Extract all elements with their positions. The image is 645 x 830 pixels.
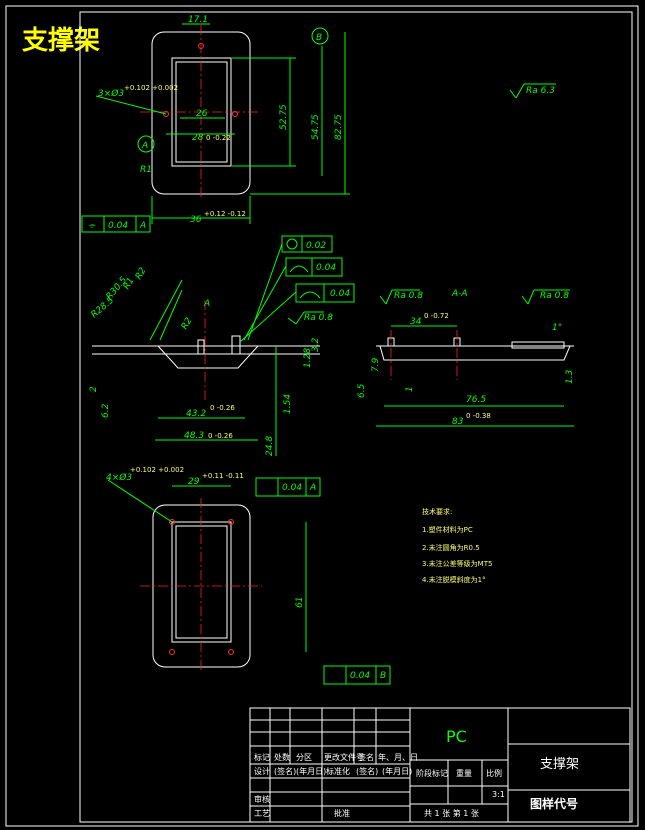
dim-17-1: 17.1 (188, 15, 208, 25)
tb-material: PC (446, 727, 467, 746)
top-holes-tol: +0.102 +0.002 (124, 84, 178, 92)
notes-heading: 技术要求: (422, 507, 452, 516)
side-dim-43-2: 43.2 (186, 409, 206, 419)
surface-finish: Ra 6.3 (509, 83, 556, 99)
side-dim-48-3-tol: 0 -0.26 (208, 432, 233, 440)
note-2: 2.未注圆角为R0.5 (422, 543, 480, 552)
inner-frame (79, 11, 633, 823)
bottom-dim-29: 29 (188, 477, 200, 487)
top-tol-datum: A (139, 221, 146, 231)
side-view: 48.3 0 -0.26 43.2 0 -0.26 24.8 1.54 1.28… (89, 235, 355, 456)
section-label: A-A (451, 289, 468, 299)
dim-52-75: 52.75 (279, 104, 289, 130)
section-ra-right: Ra 0.8 (540, 291, 569, 301)
section-dim-76-5: 76.5 (466, 395, 486, 405)
tb-ratio: 比例 (486, 768, 502, 778)
section-dim-34-tol: 0 -0.72 (424, 312, 449, 320)
tb-row-label-5: 年、月、日 (378, 752, 418, 762)
section-dim-1: 1 (405, 386, 415, 392)
section-dim-1-3: 1.3 (565, 369, 575, 384)
side-tol-profile1: 0.04 (316, 263, 336, 273)
tb-weight: 重量 (456, 768, 472, 778)
top-view: 17.1 26 28 0 -0.22 36 +0.12 -0.12 52.75 … (81, 15, 350, 233)
tb-craft: 工艺 (254, 809, 270, 818)
section-dim-83-tol: 0 -0.38 (466, 412, 491, 420)
section-dim-6-5: 6.5 (357, 383, 367, 398)
tb-part-name: 支撑架 (540, 757, 579, 772)
tb-stage-mark: 阶段标记 (416, 768, 448, 778)
tb-scale: 3:1 (492, 790, 505, 799)
tb-std: (签名) (274, 766, 296, 776)
side-dim-1-54: 1.54 (283, 394, 293, 414)
note-1: 1.塑件材料为PC (422, 525, 473, 534)
bottom-holes-tol: +0.102 +0.002 (130, 466, 184, 474)
dim-26: 26 (196, 109, 208, 119)
top-tol-symbol: ⌯ (88, 221, 96, 231)
tb-sheets: 共 1 张 第 1 张 (424, 808, 479, 818)
side-dim-24-8: 24.8 (265, 436, 275, 456)
datum-a-top: A (141, 141, 148, 151)
section-ra-left: Ra 0.8 (394, 291, 423, 301)
side-dim-6-2: 6.2 (101, 403, 111, 418)
note-3: 3.未注公差等级为MT5 (422, 559, 492, 568)
tb-review: 审核 (254, 794, 270, 804)
dim-28: 28 (192, 133, 204, 143)
tb-row-label-1: 处数 (274, 752, 290, 762)
bottom-dim-61: 61 (295, 597, 305, 608)
tb-approve: 批准 (334, 808, 350, 818)
side-dim-1-28: 1.28 (303, 348, 313, 368)
dim-82-75: 82.75 (334, 114, 344, 140)
bottom-view: 4×Ø3 +0.102 +0.002 29 +0.11 -0.11 61 0.0… (106, 466, 391, 685)
side-tol-round: 0.02 (306, 241, 326, 251)
section-dim-34: 34 (410, 317, 422, 327)
outer-frame (5, 5, 639, 827)
bottom-tol-b-value: 0.04 (350, 671, 370, 681)
side-tol-profile2: 0.04 (330, 289, 350, 299)
section-dim-1-deg: 1° (552, 323, 562, 333)
bottom-tol-a-datum: A (309, 483, 316, 493)
side-ra: Ra 0.8 (304, 313, 333, 323)
technical-notes: 技术要求: 1.塑件材料为PC 2.未注圆角为R0.5 3.未注公差等级为MT5… (422, 507, 492, 584)
tb-row-label-0: 标记 (254, 752, 270, 762)
side-a-marker: A (203, 299, 210, 309)
section-view: A-A Ra 0.8 Ra 0.8 34 0 -0.72 76.5 83 0 -… (357, 289, 575, 427)
bottom-holes-label: 4×Ø3 (106, 472, 132, 483)
title-block: PC 支撑架 图样代号 3:1 共 1 张 第 1 张 阶段标记 重量 比例 标… (249, 707, 631, 823)
side-dim-48-3: 48.3 (184, 431, 204, 441)
datum-b-top: B (316, 33, 322, 43)
side-dim-3-2: 3.2 (311, 337, 321, 352)
side-r2: R2 (134, 266, 149, 282)
side-r28-5: R28.5 (90, 296, 117, 321)
tb-row-label-2: 分区 (296, 753, 312, 762)
tb-row-label-3: 更改文件号 (324, 752, 364, 762)
tb-standardize: 标准化 (326, 766, 350, 776)
surface-finish-value: Ra 6.3 (526, 86, 555, 96)
section-dim-7-9: 7.9 (371, 357, 381, 372)
top-radius: R1 (140, 165, 152, 175)
dim-28-tol: 0 -0.22 (206, 134, 231, 142)
tb-date: (年月日) (296, 766, 326, 776)
side-r2b: R2 (180, 316, 195, 332)
note-4: 4.未注脱模斜度为1° (422, 575, 486, 584)
section-dim-83: 83 (452, 417, 464, 427)
tb-std2: (签名) (356, 766, 378, 776)
dim-36: 36 (190, 215, 202, 225)
drawing-title: 支撑架 (22, 26, 101, 56)
dim-36-tol: +0.12 -0.12 (204, 210, 246, 218)
bottom-tol-b-datum: B (380, 671, 386, 681)
tb-design: 设计 (254, 766, 270, 776)
top-holes-label: 3×Ø3 (98, 88, 124, 99)
side-dim-2: 2 (89, 386, 99, 392)
tb-drawing-no-label: 图样代号 (530, 796, 578, 811)
bottom-tol-a-value: 0.04 (282, 483, 302, 493)
bottom-dim-29-tol: +0.11 -0.11 (202, 472, 244, 480)
side-dim-43-2-tol: 0 -0.26 (210, 404, 235, 412)
dim-54-75: 54.75 (311, 114, 321, 140)
tb-row-label-4: 签名 (358, 752, 374, 762)
top-tol-value: 0.04 (108, 221, 128, 231)
tb-date2: (年月日) (382, 766, 412, 776)
